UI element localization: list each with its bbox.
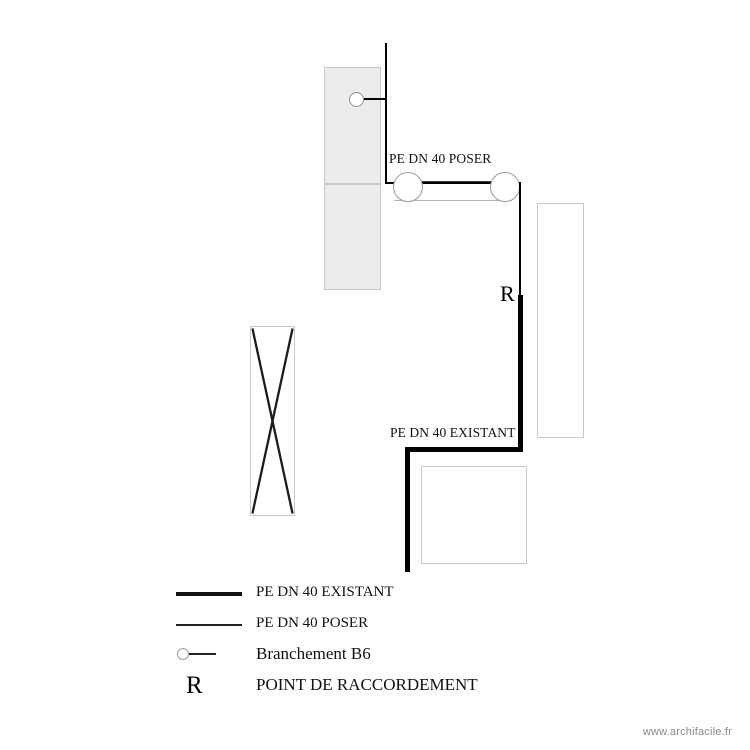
legend-row: PE DN 40 EXISTANT [170, 578, 590, 609]
legend-row: Branchement B6 [170, 640, 590, 671]
legend-row: PE DN 40 POSER [170, 609, 590, 640]
conduit-node-circle-left [393, 172, 423, 202]
pipe-to-lay-vertical-top [385, 43, 387, 184]
legend-row: R POINT DE RACCORDEMENT [170, 671, 590, 702]
legend-label-pipe-to-lay: PE DN 40 POSER [256, 615, 369, 631]
pipe-existing-label: PE DN 40 EXISTANT [390, 425, 516, 440]
pipe-existing-vertical-right [518, 295, 523, 452]
connection-point-marker: R [500, 281, 515, 306]
branchement-node-circle [349, 92, 364, 107]
legend-label-pipe-existing: PE DN 40 EXISTANT [256, 584, 394, 600]
crossed-opening-block [250, 326, 295, 516]
upper-left-filled-block [324, 67, 381, 184]
legend-label-raccordement: POINT DE RACCORDEMENT [256, 675, 478, 694]
site-watermark: www.archifacile.fr [642, 726, 732, 738]
legend: PE DN 40 EXISTANT PE DN 40 POSER Branche… [170, 578, 590, 702]
pipe-to-lay-conduit-body [394, 181, 512, 201]
drawing-area: PE DN 40 POSER R PE DN 40 EXISTANT [250, 43, 584, 572]
pipe-existing-horizontal [405, 447, 523, 452]
cross-diagonals-icon [251, 328, 294, 514]
right-tall-block [537, 203, 584, 438]
lower-left-filled-block [324, 184, 381, 290]
pipe-to-lay-vertical-right [519, 182, 521, 295]
legend-thick-line-icon [170, 578, 250, 609]
legend-label-branchement: Branchement B6 [256, 644, 371, 663]
pipe-to-lay-label: PE DN 40 POSER [389, 151, 492, 166]
legend-thin-line-icon [170, 609, 250, 640]
pipe-to-lay-horizontal [385, 182, 521, 184]
legend-branchement-icon [170, 640, 250, 671]
legend-raccordement-icon: R [186, 672, 203, 699]
bottom-square-block [421, 466, 527, 564]
conduit-node-circle-right [490, 172, 520, 202]
pipe-existing-vertical-left [405, 447, 410, 572]
branchement-connector-line [364, 98, 386, 100]
